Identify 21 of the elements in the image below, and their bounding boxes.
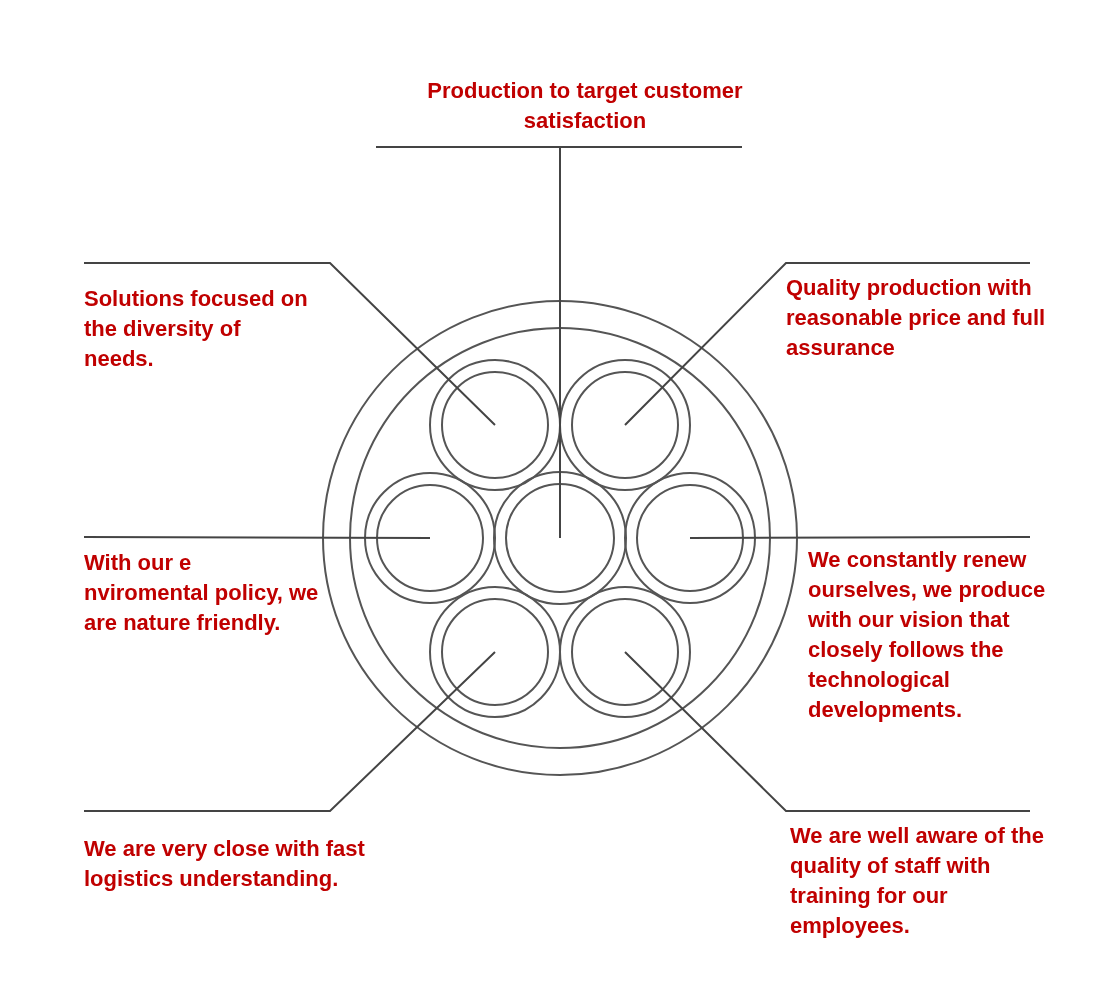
leader-line bbox=[83, 536, 431, 539]
leader-line bbox=[375, 146, 743, 539]
leader-line bbox=[689, 536, 1031, 539]
conductor-circle bbox=[624, 472, 756, 604]
conductor-circle bbox=[493, 471, 627, 605]
callout-text: Quality production with reasonable price and full assurance bbox=[786, 273, 1056, 363]
callout-text: We constantly renew ourselves, we produce with our vision that closely follows the technological developments. bbox=[808, 545, 1048, 725]
leader-line bbox=[83, 651, 496, 812]
conductor-circle bbox=[364, 472, 496, 604]
callout-text: Solutions focused on the diversity of needs. bbox=[84, 284, 309, 374]
leader-line bbox=[624, 651, 1031, 812]
callout-text: We are very close with fast logistics understanding. bbox=[84, 834, 434, 894]
conductor-circle bbox=[559, 586, 691, 718]
callout-text: Production to target customer satisfaction bbox=[395, 76, 775, 136]
conductor-circle bbox=[429, 586, 561, 718]
callout-text: We are well aware of the quality of staff with training for our employees. bbox=[790, 821, 1050, 941]
leader-line bbox=[624, 262, 1031, 426]
leader-line bbox=[83, 262, 496, 426]
callout-text: With our e nviromental policy, we are nature friendly. bbox=[84, 548, 319, 638]
conductor-circle bbox=[429, 359, 561, 491]
conductor-circle bbox=[559, 359, 691, 491]
